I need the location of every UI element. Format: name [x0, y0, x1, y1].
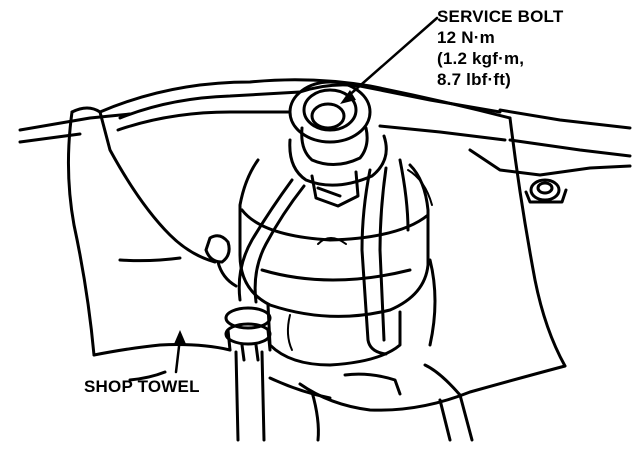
shop-towel-arrowhead: [174, 330, 186, 344]
service-bolt-callout: SERVICE BOLT 12 N·m (1.2 kgf·m, 8.7 lbf·…: [437, 6, 563, 90]
service-bolt: [288, 80, 388, 208]
mounting-strap: [360, 158, 410, 356]
shop-towel: [66, 78, 567, 412]
mounting-nut: [524, 178, 568, 204]
shop-towel-label: SHOP TOWEL: [84, 377, 200, 396]
hose-clamp: [204, 234, 238, 288]
torque-nm-label: 12 N·m: [437, 28, 495, 47]
torque-kgfm-label: (1.2 kgf·m,: [437, 49, 525, 68]
service-bolt-arrowhead: [340, 90, 356, 104]
torque-lbfft-label: 8.7 lbf·ft): [437, 70, 511, 89]
leader-lines: [174, 16, 439, 374]
lower-bracket: [310, 363, 474, 442]
service-bolt-label: SERVICE BOLT: [437, 7, 564, 26]
fuel-pipe: [224, 178, 306, 442]
frame-rail: [18, 108, 632, 177]
service-bolt-leader: [344, 16, 439, 100]
fuel-filter-body: [238, 158, 433, 367]
